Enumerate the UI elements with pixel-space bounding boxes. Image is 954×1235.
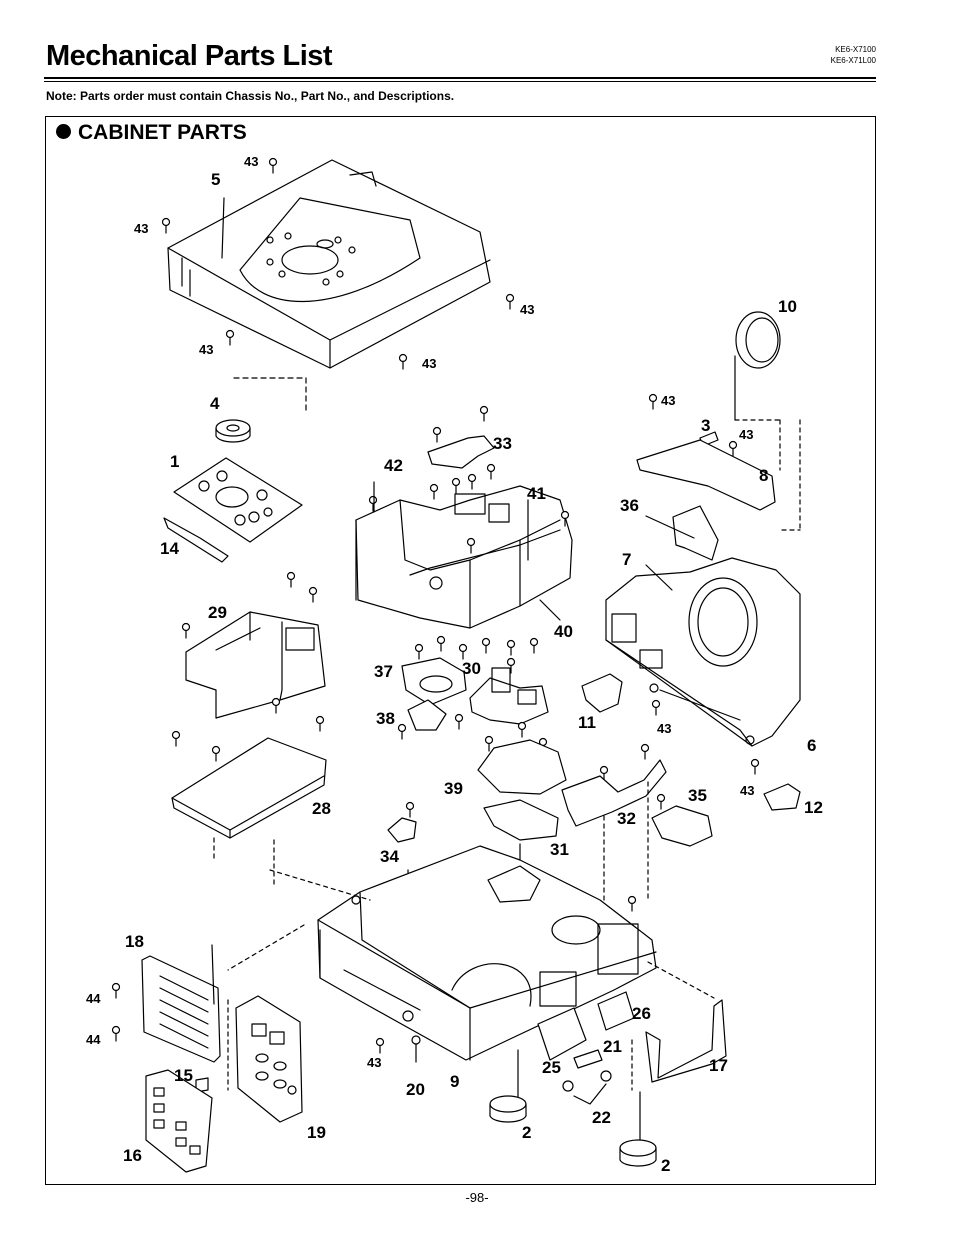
screw-callout: 43 <box>134 221 149 236</box>
callout-label: 30 <box>462 659 481 678</box>
bracket <box>427 435 495 469</box>
air-duct <box>477 739 567 795</box>
callout-label: 37 <box>374 662 393 681</box>
callout-label: 29 <box>208 603 227 622</box>
screw-callout: 43 <box>740 783 755 798</box>
callout-label: 39 <box>444 779 463 798</box>
front-cabinet <box>605 557 801 747</box>
screw-callout: 44 <box>86 991 101 1006</box>
header-rule <box>44 81 876 82</box>
key-plate <box>163 419 303 563</box>
callout-label: 33 <box>493 434 512 453</box>
section-heading: CABINET PARTS <box>56 121 247 145</box>
callout-label: 21 <box>603 1037 622 1056</box>
main-chassis <box>355 485 573 629</box>
callout-label: 32 <box>617 809 636 828</box>
model-number: KE6-X71L00 <box>830 56 876 65</box>
callout-label: 15 <box>174 1066 193 1085</box>
side-grille <box>141 944 221 1063</box>
callout-label: 12 <box>804 798 823 817</box>
callout-label: 26 <box>632 1004 651 1023</box>
callout-label: 6 <box>807 736 817 755</box>
clip <box>387 817 417 843</box>
callout-label: 11 <box>578 713 596 732</box>
callout-label: 40 <box>554 622 573 641</box>
filter-cover <box>651 805 713 847</box>
callout-label: 41 <box>527 484 546 503</box>
leader-line <box>645 564 673 591</box>
screw-callout: 43 <box>422 356 437 371</box>
callout-label: 28 <box>312 799 331 818</box>
screw-callout: 43 <box>244 154 259 169</box>
label-sheet <box>145 1069 213 1173</box>
callout-label: 4 <box>210 394 220 413</box>
model-number: KE6-X7100 <box>835 45 876 54</box>
callout-label: 2 <box>661 1156 671 1175</box>
page-number: -98- <box>465 1190 489 1205</box>
screw-callout: 43 <box>520 302 535 317</box>
callout-label: 22 <box>592 1108 611 1127</box>
callout-label: 38 <box>376 709 395 728</box>
callout-label: 25 <box>542 1058 561 1077</box>
callout-label: 19 <box>307 1123 326 1142</box>
section-title: CABINET PARTS <box>78 121 247 144</box>
callout-label: 34 <box>380 847 399 866</box>
lens-ring <box>735 311 781 369</box>
small-cover <box>763 783 801 811</box>
top-cover <box>167 159 491 369</box>
callout-label: 18 <box>125 932 144 951</box>
callout-label: 5 <box>211 170 221 189</box>
terminal-panel <box>235 995 303 1123</box>
carry-handle <box>645 999 727 1083</box>
screw-callout: 43 <box>739 427 754 442</box>
screw-callout: 43 <box>661 393 676 408</box>
screw-callout: 44 <box>86 1032 101 1047</box>
screw-callout: 43 <box>657 721 672 736</box>
callout-label: 1 <box>170 452 180 471</box>
model-numbers: KE6-X7100 KE6-X71L00 <box>831 44 876 66</box>
callout-label: 14 <box>160 539 179 558</box>
callout-label: 17 <box>709 1056 728 1075</box>
diagram-frame <box>45 116 876 1185</box>
page-title: Mechanical Parts List <box>46 40 333 72</box>
screw-callout: 43 <box>367 1055 382 1070</box>
callout-label: 7 <box>622 550 632 569</box>
callout-label: 8 <box>759 466 769 485</box>
mount-bracket <box>561 759 667 827</box>
header-rule <box>44 77 876 79</box>
callout-label: 31 <box>550 840 569 859</box>
leader-line <box>539 599 561 621</box>
base-chassis <box>317 845 657 1061</box>
bullet-icon <box>56 124 71 139</box>
callout-label: 9 <box>450 1072 460 1091</box>
callout-label: 36 <box>620 496 639 515</box>
callout-label: 35 <box>688 786 707 805</box>
cover-plate <box>636 439 776 511</box>
callout-label: 42 <box>384 456 403 475</box>
order-note: Note: Parts order must contain Chassis N… <box>46 89 455 103</box>
small-bracket <box>581 673 623 713</box>
callout-label: 10 <box>778 297 797 316</box>
callout-label: 16 <box>123 1146 142 1165</box>
callout-label: 20 <box>406 1080 425 1099</box>
callout-label: 3 <box>701 416 711 435</box>
callout-label: 2 <box>522 1123 532 1142</box>
lamp-holder <box>401 657 467 706</box>
bottom-tray <box>171 737 327 839</box>
shield <box>185 611 326 719</box>
screw-callout: 43 <box>199 342 214 357</box>
lens-shutter <box>672 505 719 561</box>
